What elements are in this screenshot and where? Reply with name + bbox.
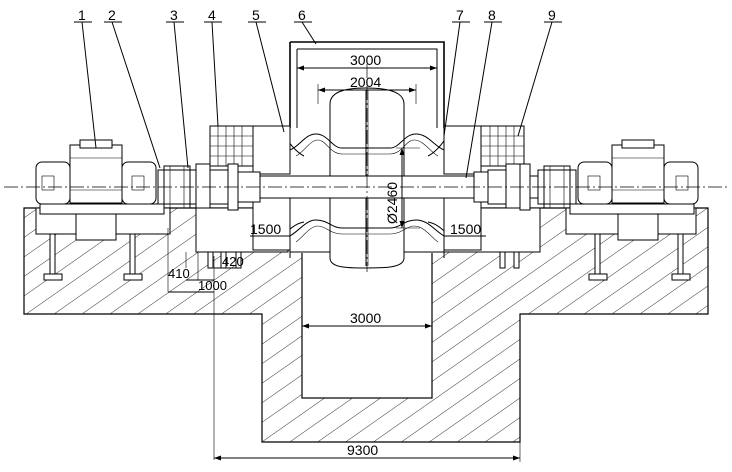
callout-3: 3	[170, 7, 178, 23]
dim-bearing-c: 1000	[198, 278, 227, 293]
dim-diameter: Ø2460	[384, 182, 400, 224]
side-housing-left	[209, 125, 291, 251]
callout-9: 9	[548, 7, 556, 23]
callout-7: 7	[456, 7, 464, 23]
dim-side-right: 1500	[450, 221, 481, 237]
callout-labels: 1 2 3 4 5 6 7 8 9	[78, 7, 556, 23]
dim-top-width: 3000	[350, 52, 381, 68]
dimension-texts: 3000 2004 Ø2460 1500 1500 420 410 1000 3…	[168, 52, 481, 458]
motor-right	[569, 139, 699, 241]
dimension-lines	[167, 65, 521, 462]
anchor-bolts	[43, 233, 691, 281]
callout-4: 4	[208, 7, 216, 23]
motor-left	[35, 139, 165, 241]
dim-bearing-a: 420	[222, 254, 244, 269]
centerlines	[4, 64, 728, 272]
callout-1: 1	[78, 7, 86, 23]
dim-side-left: 1500	[250, 221, 281, 237]
callout-6: 6	[298, 7, 306, 23]
dim-pit-width: 3000	[350, 310, 381, 326]
dim-total-width: 9300	[347, 442, 378, 458]
callout-5: 5	[252, 7, 260, 23]
leader-lines	[74, 21, 562, 179]
dim-bearing-b: 410	[168, 266, 190, 281]
side-housing-right	[443, 125, 525, 251]
callout-2: 2	[108, 7, 116, 23]
dim-inner-width: 2004	[350, 74, 381, 90]
callout-8: 8	[488, 7, 496, 23]
